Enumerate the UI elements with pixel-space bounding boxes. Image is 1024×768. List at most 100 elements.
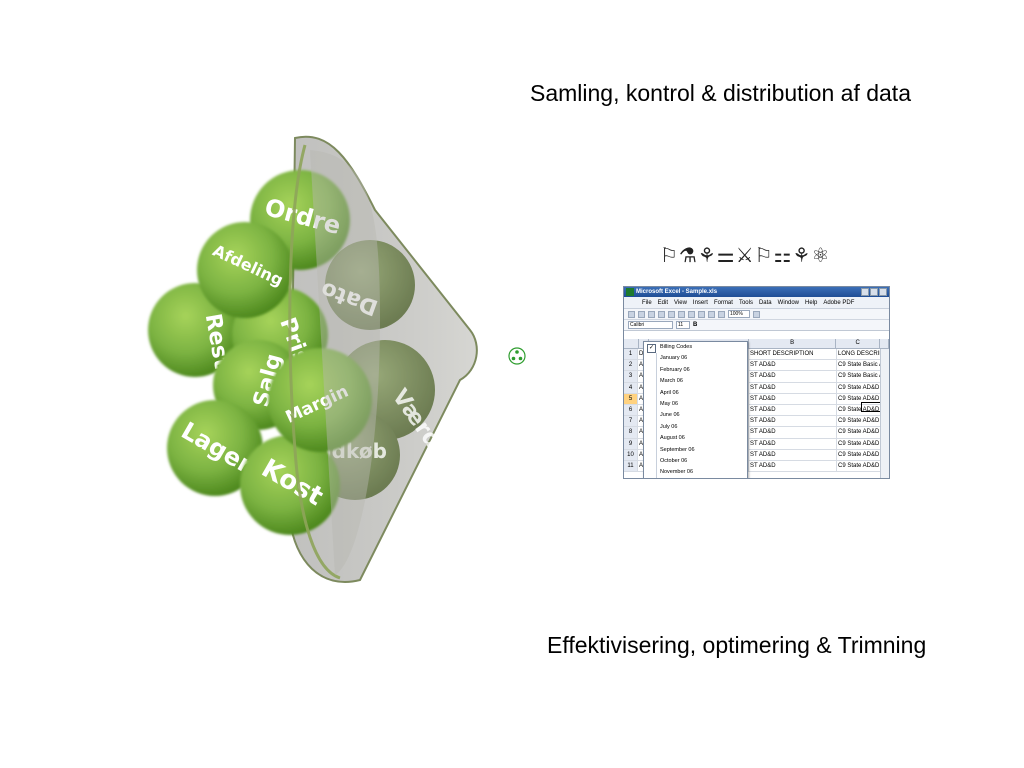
menu-help[interactable]: Help: [805, 299, 818, 306]
font-select[interactable]: Calibri: [628, 321, 673, 329]
menu-file[interactable]: File: [642, 299, 652, 306]
dropdown-item[interactable]: January 06: [644, 353, 747, 364]
copy-icon[interactable]: [678, 310, 685, 318]
excel-window: Microsoft Excel - Sample.xls File Edit V…: [623, 286, 890, 479]
menu-tools[interactable]: Tools: [738, 299, 753, 306]
menu-data[interactable]: Data: [758, 299, 772, 306]
preview-icon[interactable]: [668, 310, 675, 318]
menu-edit[interactable]: Edit: [657, 299, 669, 306]
share-icon: [508, 347, 526, 365]
dropdown-item-label: September 06: [660, 446, 695, 453]
ball-kost: [240, 435, 340, 535]
excel-title-bar: Microsoft Excel - Sample.xls: [624, 287, 889, 297]
menu-format[interactable]: Format: [713, 299, 733, 306]
cell-c[interactable]: C9 State AD&D I: [837, 382, 881, 393]
cell-c[interactable]: C9 State AD&D I: [837, 460, 881, 472]
dropdown-item[interactable]: November 06: [644, 467, 747, 478]
dropdown-item-label: April 06: [660, 389, 679, 396]
cell-gap: [648, 438, 749, 449]
menu-insert[interactable]: Insert: [692, 299, 708, 306]
cell-gap: [648, 404, 749, 416]
cell-b[interactable]: ST AD&D: [749, 360, 837, 371]
ball-afdeling: [197, 222, 293, 318]
dropdown-item[interactable]: April 06: [644, 388, 747, 399]
cell-b[interactable]: ST AD&D: [749, 449, 837, 460]
cell-b[interactable]: ST AD&D: [749, 382, 837, 393]
font-size-select[interactable]: 11: [676, 321, 690, 329]
dropdown-item[interactable]: February 06: [644, 365, 747, 376]
cell-gap: [648, 460, 749, 472]
row-number: 11: [624, 460, 638, 472]
close-icon[interactable]: [879, 288, 887, 296]
cell-b[interactable]: ST AD&D: [749, 438, 837, 449]
data-funnel-illustration: Værdi Indkøb Dato Rest Pris Ordre Afdeli…: [148, 135, 478, 583]
cell-c[interactable]: C9 State AD&D I: [837, 416, 881, 427]
cell-gap: [648, 416, 749, 427]
dropdown-item-label: Billing Codes: [660, 344, 693, 350]
cell-b[interactable]: SHORT DESCRIPTION: [749, 349, 837, 360]
help-icon[interactable]: [753, 310, 760, 318]
ball-lager: [167, 400, 263, 496]
column-header-b[interactable]: B: [749, 339, 837, 348]
excel-toolbar: 100%: [624, 309, 889, 320]
row-number: 2: [624, 360, 638, 371]
cell-c[interactable]: LONG DESCRIPT: [837, 349, 881, 360]
excel-format-bar: Calibri 11 B: [624, 320, 889, 331]
dropdown-item-label: February 06: [660, 366, 690, 373]
column-header-c[interactable]: C: [836, 339, 881, 348]
excel-logo-icon: [626, 288, 634, 296]
cell-b[interactable]: ST AD&D: [749, 427, 837, 438]
dropdown-item[interactable]: May 06: [644, 399, 747, 410]
cell-gap: [648, 393, 749, 404]
dropdown-header-item[interactable]: ✓ Billing Codes: [644, 342, 747, 354]
paste-icon[interactable]: [688, 310, 695, 318]
row-number: 5: [624, 393, 638, 404]
dropdown-item-label: May 06: [660, 400, 679, 407]
cell-b[interactable]: ST AD&D: [749, 460, 837, 472]
print-icon[interactable]: [658, 310, 665, 318]
dropdown-item[interactable]: October 06: [644, 456, 747, 467]
undo-icon[interactable]: [698, 310, 705, 318]
row-number: 7: [624, 416, 638, 427]
dropdown-item[interactable]: September 06: [644, 445, 747, 456]
funnel-rim: [288, 144, 341, 580]
checkbox-icon[interactable]: ✓: [647, 344, 656, 353]
new-icon[interactable]: [628, 310, 635, 318]
cell-gap: [648, 349, 749, 360]
excel-title: Microsoft Excel - Sample.xls: [636, 289, 718, 295]
sum-icon[interactable]: [708, 310, 715, 318]
cell-b[interactable]: ST AD&D: [749, 393, 837, 404]
cell-c[interactable]: C9 State AD&D I: [837, 438, 881, 449]
cell-b[interactable]: ST AD&D: [749, 371, 837, 382]
minimize-icon[interactable]: [861, 288, 869, 296]
maximize-icon[interactable]: [870, 288, 878, 296]
menu-view[interactable]: View: [674, 299, 687, 306]
zoom-select[interactable]: 100%: [728, 310, 750, 318]
dropdown-item[interactable]: June 06: [644, 410, 747, 421]
row-number: 1: [624, 349, 638, 360]
dropdown-item[interactable]: July 06: [644, 422, 747, 433]
heading-top: Samling, kontrol & distribution af data: [530, 80, 911, 106]
bold-icon[interactable]: B: [693, 322, 698, 328]
menu-adobe-pdf[interactable]: Adobe PDF: [823, 299, 855, 306]
menu-window[interactable]: Window: [777, 299, 799, 306]
dropdown-item[interactable]: August 06: [644, 433, 747, 444]
cell-b[interactable]: ST AD&D: [749, 416, 837, 427]
heading-bottom: Effektivisering, optimering & Trimning: [547, 632, 927, 658]
save-icon[interactable]: [648, 310, 655, 318]
cell-c[interactable]: C9 State Basic A: [837, 360, 881, 371]
dropdown-item-label: October 06: [660, 457, 688, 464]
vertical-scrollbar[interactable]: [880, 349, 889, 478]
row-number: 4: [624, 382, 638, 393]
dropdown-item[interactable]: March 06: [644, 376, 747, 387]
open-icon[interactable]: [638, 310, 645, 318]
sort-icon[interactable]: [718, 310, 725, 318]
cell-gap: [648, 360, 749, 371]
cell-b[interactable]: ST AD&D: [749, 404, 837, 416]
cell-c[interactable]: C9 State AD&D I: [837, 449, 881, 460]
cell-c[interactable]: C9 State Basic A: [837, 371, 881, 382]
row-number: 10: [624, 449, 638, 460]
dropdown-item-label: July 06: [660, 423, 678, 430]
cell-c[interactable]: C9 State AD&D I: [837, 427, 881, 438]
